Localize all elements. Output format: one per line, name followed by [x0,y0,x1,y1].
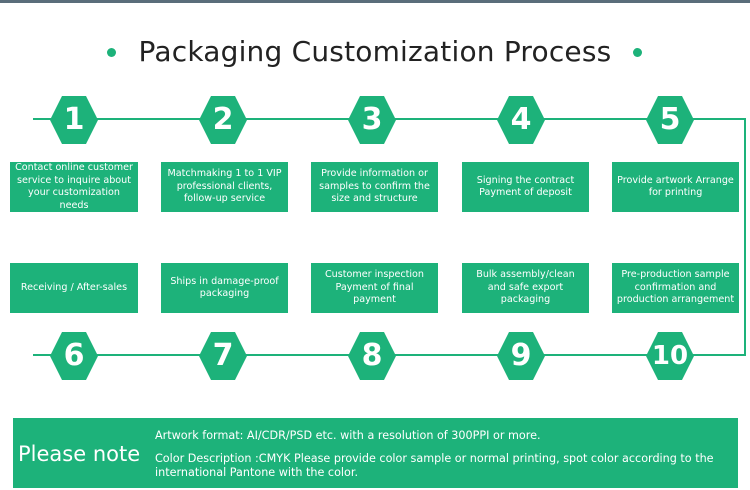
step-5-number: 5 [659,102,681,137]
step-7-box: Ships in damage-proof packaging [161,263,288,313]
title-container: Packaging Customization Process [0,32,750,72]
step-1-box: Contact online customer service to inqui… [10,162,138,212]
note-artwork-format: Artwork format: AI/CDR/PSD etc. with a r… [155,429,541,442]
step-7-number: 7 [212,338,234,373]
step-2-hexagon: 2 [199,96,247,144]
step-1-number: 1 [63,102,85,137]
step-8-number: 8 [361,338,383,373]
note-color-description: Color Description :CMYK Please provide c… [155,452,714,479]
step-2-box: Matchmaking 1 to 1 VIP professional clie… [161,162,288,212]
step-9-hexagon: 9 [497,332,545,380]
step-4-hexagon: 4 [497,96,545,144]
page-title: Packaging Customization Process [138,35,612,68]
title-bullet-left [107,48,116,57]
note-title: Please note [18,442,141,466]
step-8-box: Customer inspection Payment of final pay… [311,263,438,313]
step-1-hexagon: 1 [50,96,98,144]
step-4-box: Signing the contract Payment of deposit [462,162,589,212]
step-4-number: 4 [510,102,532,137]
step-6-number: 6 [63,338,85,373]
step-3-hexagon: 3 [348,96,396,144]
step-6-hexagon: 6 [50,332,98,380]
step-9-number: 9 [510,338,532,373]
step-5-hexagon: 5 [646,96,694,144]
top-strip [0,0,750,3]
step-6-box: Receiving / After-sales [10,263,138,313]
step-9-box: Bulk assembly/clean and safe export pack… [462,263,589,313]
step-5-box: Provide artwork Arrange for printing [612,162,739,212]
step-8-hexagon: 8 [348,332,396,380]
title-bullet-right [633,48,642,57]
step-2-number: 2 [212,102,234,137]
step-7-hexagon: 7 [199,332,247,380]
step-3-number: 3 [361,102,383,137]
step-3-box: Provide information or samples to confir… [311,162,438,212]
note-text-panel [150,418,738,488]
right-connector-line [744,118,746,356]
step-10-hexagon: 10 [646,332,694,380]
step-10-box: Pre-production sample confirmation and p… [612,263,739,313]
step-10-number: 10 [651,341,689,371]
